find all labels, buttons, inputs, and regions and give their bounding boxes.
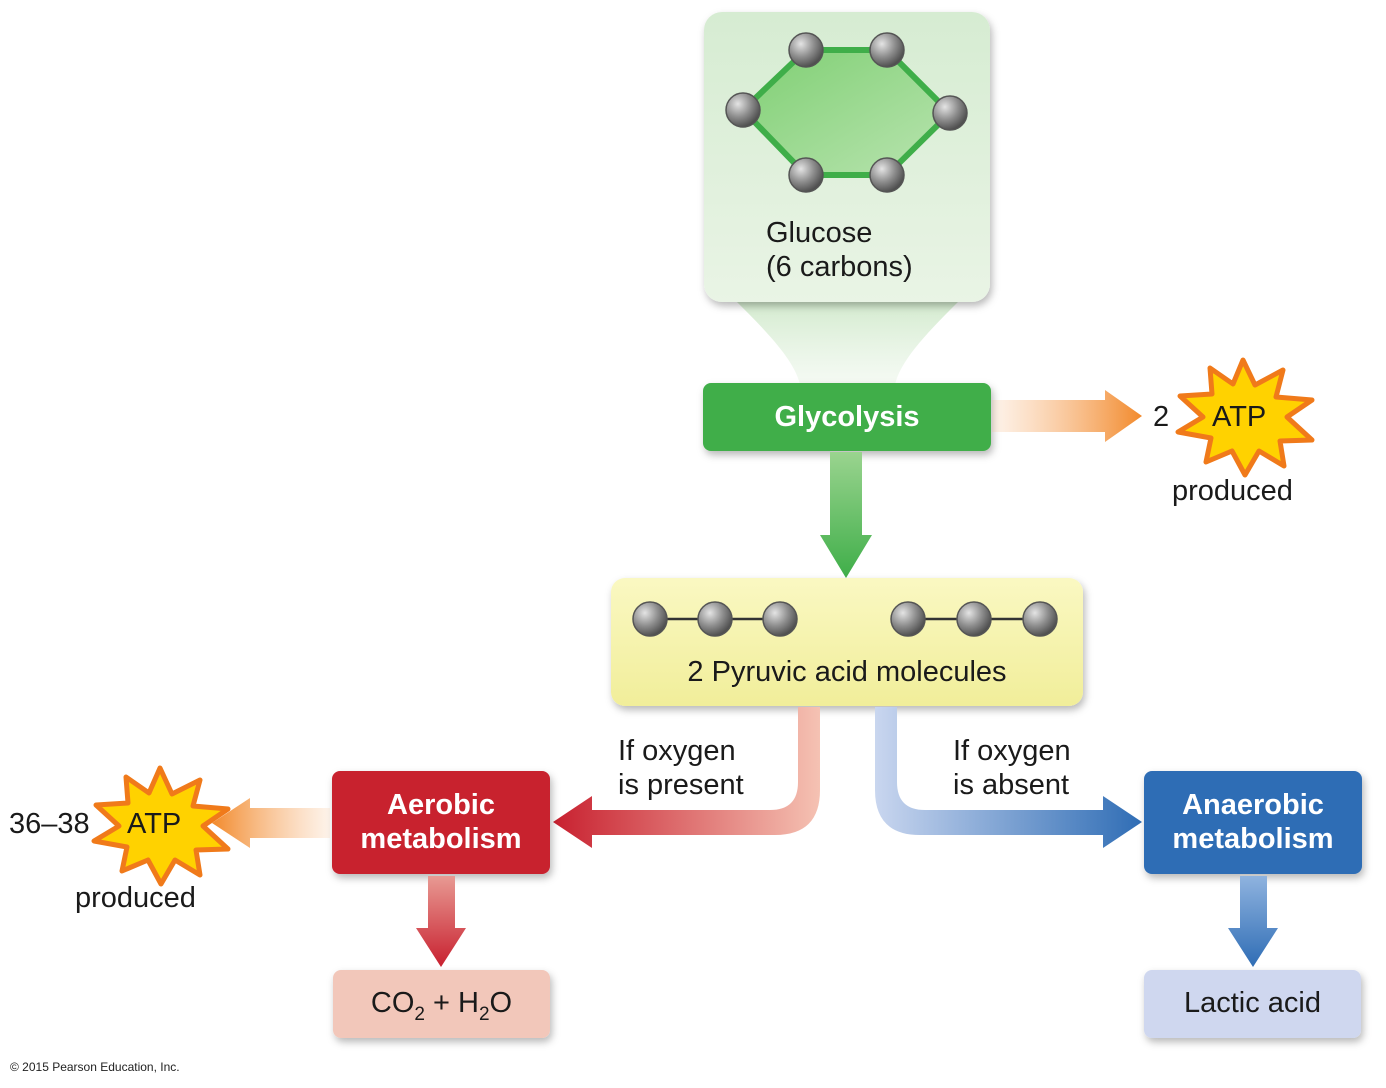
pyruvic-molecule-right xyxy=(890,601,1058,637)
oxygen-present-line1: If oxygen xyxy=(618,735,736,767)
atp-starburst-icon xyxy=(91,765,231,887)
oxygen-absent-line2: is absent xyxy=(953,769,1070,801)
anaerobic-title-line2: metabolism xyxy=(1172,823,1334,855)
carbon-atom xyxy=(632,601,668,637)
glucose-label-line2: (6 carbons) xyxy=(766,251,913,283)
h-subscript: 2 xyxy=(478,1004,490,1025)
aerobic-title-line1: Aerobic xyxy=(387,789,495,821)
aerobic-atp-label: ATP xyxy=(127,808,182,840)
anaerobic-title-line1: Anaerobic xyxy=(1182,789,1324,821)
anaerobic-title: Anaerobic metabolism xyxy=(1144,788,1362,856)
pyruvic-label: 2 Pyruvic acid molecules xyxy=(687,656,1007,688)
oxygen-absent-line1: If oxygen xyxy=(953,735,1071,767)
glycolysis-title: Glycolysis xyxy=(774,401,920,433)
glucose-funnel xyxy=(735,300,960,385)
aerobic-product-label: CO2 + H2O xyxy=(333,986,550,1025)
anaerobic-product-box xyxy=(1144,970,1361,1038)
h-text: + H xyxy=(424,987,479,1019)
glucose-label-line1: Glucose xyxy=(766,217,873,249)
aerobic-atp-arrow xyxy=(212,798,330,848)
glycolysis-atp-count: 2 xyxy=(1153,401,1170,433)
anaerobic-product-label: Lactic acid xyxy=(1183,987,1321,1019)
carbon-atom xyxy=(725,92,761,128)
copyright-notice: © 2015 Pearson Education, Inc. xyxy=(10,1060,180,1074)
glucose-carbon-atoms xyxy=(725,32,968,193)
carbon-atom xyxy=(1022,601,1058,637)
oxygen-absent-label: If oxygen is absent xyxy=(953,734,1071,802)
carbon-atom xyxy=(869,32,905,68)
oxygen-present-label: If oxygen is present xyxy=(618,734,744,802)
oxygen-present-line2: is present xyxy=(618,769,744,801)
carbon-atom xyxy=(890,601,926,637)
glucose-label: Glucose (6 carbons) xyxy=(766,216,913,284)
aerobic-title: Aerobic metabolism xyxy=(332,788,550,856)
glycolysis-down-arrow xyxy=(820,452,872,578)
aerobic-title-line2: metabolism xyxy=(360,823,522,855)
carbon-atom xyxy=(788,32,824,68)
anaerobic-box xyxy=(1144,771,1362,874)
aerobic-product-box xyxy=(333,970,550,1038)
aerobic-box xyxy=(332,771,550,874)
carbon-atom xyxy=(762,601,798,637)
pyruvic-molecule-left xyxy=(632,601,798,637)
o-text: O xyxy=(489,987,513,1019)
glycolysis-box xyxy=(703,383,991,451)
carbon-atom xyxy=(956,601,992,637)
oxygen-absent-arrow xyxy=(875,707,1142,848)
aerobic-atp-count: 36–38 xyxy=(9,808,90,840)
glycolysis-atp-produced: produced xyxy=(1172,475,1293,507)
aerobic-down-arrow xyxy=(416,876,466,967)
glycolysis-atp-arrow xyxy=(992,390,1142,442)
glycolysis-atp-label: ATP xyxy=(1212,401,1267,433)
aerobic-atp-produced: produced xyxy=(75,882,196,914)
carbon-atom xyxy=(869,157,905,193)
anaerobic-down-arrow xyxy=(1228,876,1278,967)
atp-starburst-icon xyxy=(1175,357,1315,478)
co-text: CO xyxy=(370,987,415,1019)
co-subscript: 2 xyxy=(414,1004,425,1025)
carbon-atom xyxy=(932,95,968,131)
carbon-atom xyxy=(788,157,824,193)
oxygen-present-arrow xyxy=(553,707,820,848)
carbon-atom xyxy=(697,601,733,637)
